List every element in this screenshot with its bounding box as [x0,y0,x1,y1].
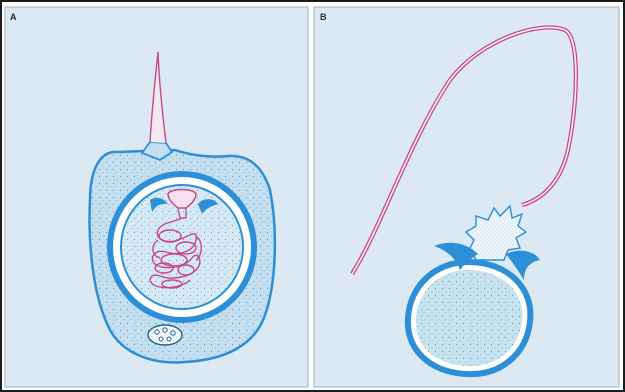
panel-b-label: B [320,12,327,22]
panel-a-label: A [10,12,17,22]
panel-b: B [314,7,619,387]
panel-a: A [5,7,308,387]
spore-body-stipple [416,270,523,366]
nucleus-stipple [149,326,181,344]
